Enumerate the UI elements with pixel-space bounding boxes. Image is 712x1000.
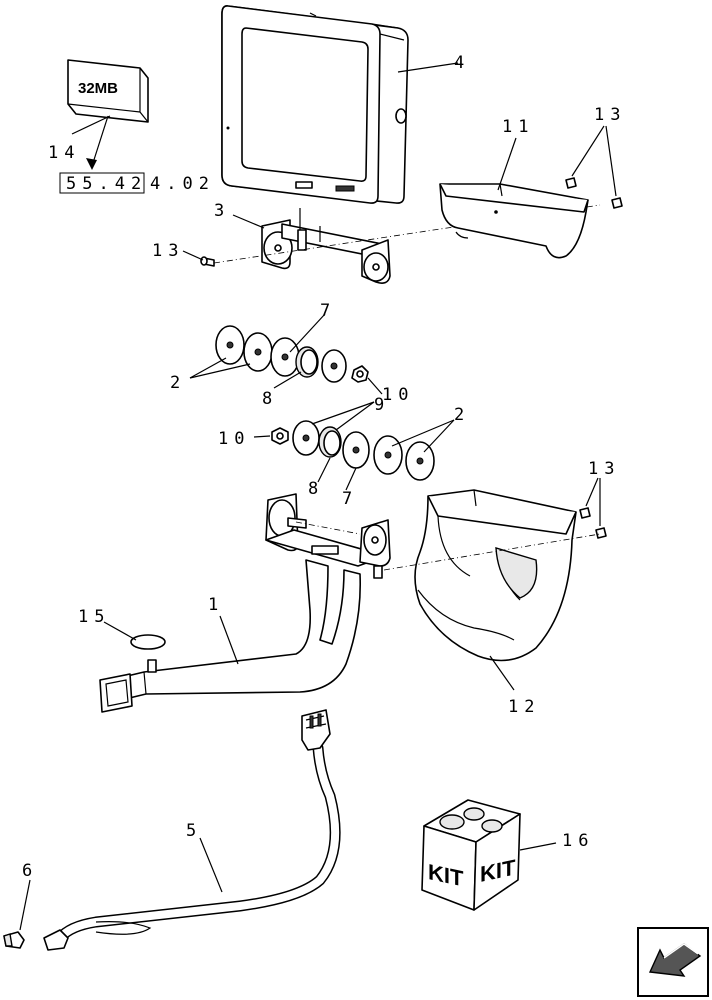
label-part-2-lower: 2 [454,405,470,425]
label-part-12: 12 [508,697,540,717]
label-part-3: 3 [214,201,230,221]
label-disc [103,621,166,650]
mounting-arm [99,493,391,713]
next-page-arrow-icon[interactable] [637,927,709,997]
label-part-1: 1 [208,595,224,615]
label-part-10-upper: 10 [382,385,414,405]
cable-harness [43,709,341,951]
memory-card-text: 32MB [78,80,118,97]
label-part-7-lower: 7 [342,489,358,509]
label-part-16: 16 [562,831,594,851]
label-part-5: 5 [186,821,202,841]
label-part-8-lower: 8 [308,479,324,499]
label-part-13-left: 13 [152,241,184,261]
label-part-14: 14 [48,143,80,163]
upper-cover [439,137,589,259]
screw-left [182,250,215,267]
label-part-10-lower: 10 [218,429,250,449]
label-part-15: 15 [78,607,110,627]
screws-upper [565,125,623,209]
washer-stack-lower [253,401,455,491]
label-part-4: 4 [454,53,470,73]
memory-card: 32MB [67,59,149,170]
kit-box: KIT KIT [421,799,557,911]
connector-end [3,879,31,949]
reference-box [59,172,145,194]
label-part-8-upper: 8 [262,389,278,409]
label-part-7-upper: 7 [320,301,336,321]
lower-cup-holder [414,489,577,691]
reference-rest-text: 4.02 [150,174,215,194]
display-monitor [221,5,459,204]
label-part-13-lower: 13 [588,459,620,479]
display-bracket [232,208,391,284]
reference-boxed-text: 55.42 [66,174,147,194]
label-part-13-upper: 13 [594,105,626,125]
label-part-2-upper: 2 [170,373,186,393]
label-part-11: 11 [502,117,534,137]
label-part-6: 6 [22,861,38,881]
screws-lower [579,477,607,539]
label-part-9: 9 [374,395,390,415]
washer-stack-upper [189,313,383,395]
